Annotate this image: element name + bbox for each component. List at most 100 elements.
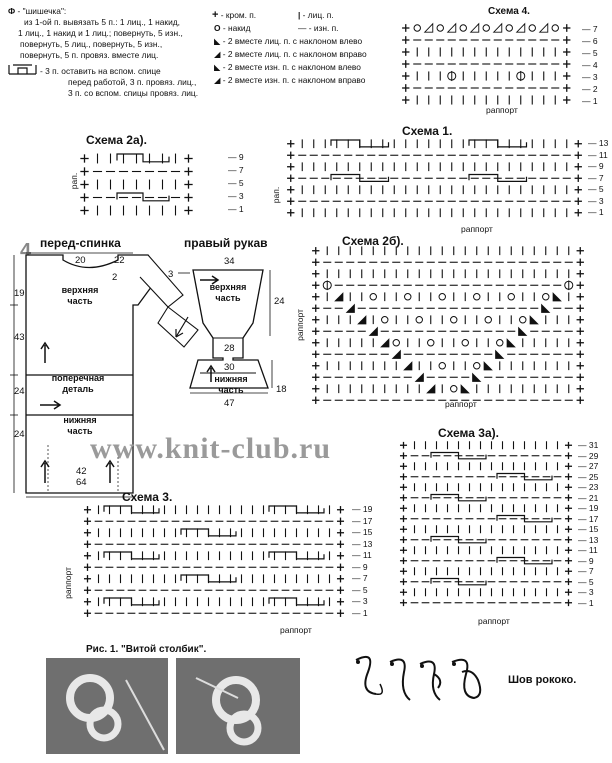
front-back-pattern <box>10 252 199 498</box>
row-number: — 15 <box>578 524 599 534</box>
grid-cell <box>399 462 408 470</box>
grid-cell <box>576 396 584 404</box>
grid-cell <box>336 506 345 514</box>
row-number: — 13 <box>352 538 373 549</box>
legend-p2tog-right: - 2 вместе изн. п. с наклоном вправо <box>222 75 366 85</box>
scheme3-title: Схема 3. <box>122 490 173 504</box>
grid-cell <box>576 270 584 278</box>
grid-cell <box>564 504 573 512</box>
cable-bracket <box>103 551 160 560</box>
grid-cell <box>392 339 400 347</box>
row-number: — 15 <box>352 527 373 537</box>
front-width: 64 <box>76 477 87 488</box>
grid-cell <box>404 293 412 301</box>
row-number: — 3 <box>588 195 604 206</box>
grid-cell <box>495 349 505 359</box>
scheme3-rapport-side: раппорт <box>62 567 73 599</box>
grid-cell <box>574 197 582 205</box>
k2tog-right-icon: ◢ <box>214 49 221 59</box>
grid-cell <box>564 557 573 565</box>
legend-knit: - лиц. п. <box>302 10 334 20</box>
grid-cell <box>83 529 92 537</box>
grid-cell <box>312 350 320 358</box>
grid-cell <box>576 304 584 312</box>
grid-cell <box>564 567 573 575</box>
grid-cell <box>399 578 408 586</box>
row-number: — 3 <box>578 587 594 597</box>
scheme2b-rapport-side: раппорт <box>294 309 305 341</box>
grid-cell <box>287 209 295 217</box>
grid-cell <box>184 180 193 189</box>
row-number: — 11 <box>588 149 608 160</box>
cable-bracket <box>430 577 487 586</box>
row-number: — 2 <box>582 84 598 94</box>
scheme4-title: Схема 4. <box>488 6 530 17</box>
row-number: — 9 <box>588 161 604 171</box>
legend-k2tog-left: - 2 вместе лиц. п. с наклоном влево <box>222 36 363 46</box>
row-number: — 9 <box>228 152 244 162</box>
grid-cell <box>542 293 550 301</box>
grid-cell <box>399 515 408 523</box>
grid-cell <box>83 586 92 594</box>
row-number: — 6 <box>582 36 598 46</box>
front-title: перед-спинка <box>40 236 121 250</box>
grid-cell <box>564 599 573 607</box>
grid-cell <box>564 280 574 291</box>
grid-cell <box>438 362 446 370</box>
grid-cell <box>312 362 320 370</box>
grid-cell <box>518 326 528 336</box>
grid-cell <box>576 327 584 335</box>
grid-cell <box>399 546 408 554</box>
sleeve-pattern <box>178 269 273 394</box>
row-number: — 13 <box>578 534 599 545</box>
grid-cell <box>336 529 345 537</box>
grid-cell <box>184 154 193 163</box>
grid-cell <box>563 24 571 32</box>
grid-cell <box>563 48 571 56</box>
row-number: — 7 <box>582 24 598 34</box>
grid-cell <box>312 385 320 393</box>
grid-cell <box>312 293 320 301</box>
row-number: — 4 <box>582 60 598 70</box>
grid-cell <box>564 546 573 554</box>
grid-cell <box>461 339 469 347</box>
grid-cell <box>564 452 573 460</box>
row-number: — 1 <box>588 207 604 217</box>
front-upper-label: верхняя часть <box>61 285 99 306</box>
grid-cell <box>460 384 470 394</box>
legend-p2tog-left: - 2 вместе изн. п. с наклоном влево <box>222 62 361 72</box>
scheme3a-grid <box>399 441 573 607</box>
grid-cell <box>399 557 408 565</box>
legend-purl: - изн. п. <box>308 23 339 33</box>
cable-bracket <box>496 472 553 481</box>
grid-cell <box>312 270 320 278</box>
site-watermark: www.knit-club.ru <box>90 432 332 465</box>
grid-cell <box>576 258 584 266</box>
grid-cell <box>516 70 526 82</box>
row-number: — 7 <box>228 165 244 175</box>
grid-cell <box>564 525 573 533</box>
scheme1-rapport: раппорт <box>461 224 493 234</box>
cable-bracket <box>430 451 487 460</box>
grid-cell <box>438 293 446 301</box>
grid-cell <box>287 140 295 148</box>
grid-cell <box>399 494 408 502</box>
grid-cell <box>413 24 421 32</box>
row-number: — 7 <box>352 573 368 583</box>
yarn-over-icon: O <box>214 23 221 33</box>
grid-cell <box>564 578 573 586</box>
scheme2a-rapport: рап. <box>69 172 80 190</box>
cable-bracket <box>116 153 170 163</box>
grid-cell <box>515 22 526 33</box>
sleeve-title: правый рукав <box>184 236 268 250</box>
grid-cell <box>576 350 584 358</box>
sleeve-cuff-dim: 18 <box>276 384 287 395</box>
row-number: — 5 <box>352 584 368 595</box>
row-number: — 19 <box>352 504 373 514</box>
grid-cell <box>357 315 367 325</box>
grid-cell <box>551 24 559 32</box>
scheme3-rapport: раппорт <box>280 625 312 635</box>
grid-cell <box>564 483 573 491</box>
scheme2b-grid <box>312 246 584 404</box>
front-lower-label: нижняя часть <box>63 415 97 436</box>
